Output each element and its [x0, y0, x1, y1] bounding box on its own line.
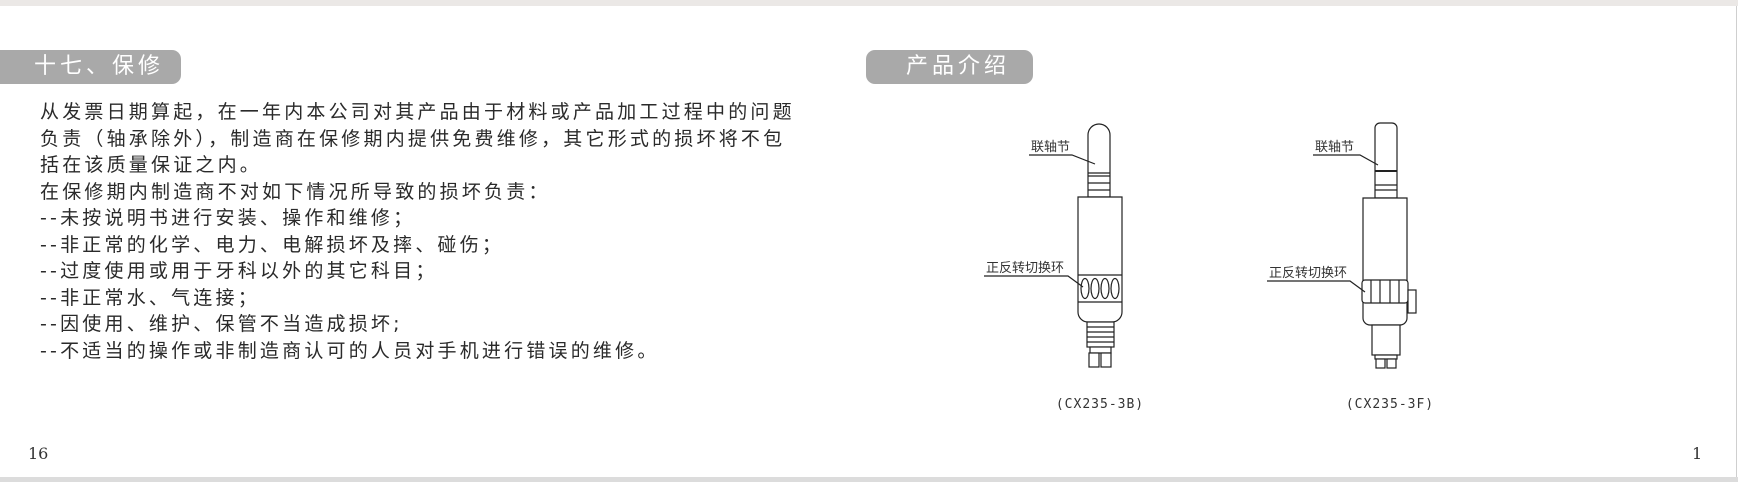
label-coupling: 联轴节: [1315, 140, 1354, 155]
list-item: --因使用、维护、保管不当造成损坏;: [40, 313, 403, 335]
top-edge: [0, 0, 1738, 6]
section-title-product: 产品介绍: [866, 50, 1033, 84]
list-item: --过度使用或用于牙科以外的其它科目；: [40, 260, 438, 282]
bottom-edge: [0, 477, 1738, 482]
paragraph-line: 从发票日期算起，在一年内本公司对其产品由于材料或产品加工过程中的问题: [40, 101, 795, 123]
page-number-right: 1: [1692, 444, 1703, 463]
figure-caption: (CX235-3F): [1346, 397, 1434, 412]
handpiece-3f-drawing: [1267, 122, 1417, 369]
figure-caption: (CX235-3B): [1056, 397, 1144, 412]
label-coupling: 联轴节: [1031, 140, 1070, 155]
list-item: --非正常水、气连接；: [40, 286, 260, 309]
page-number-left: 16: [28, 444, 49, 463]
list-item: --非正常的化学、电力、电解损坏及摔、碰伤；: [40, 233, 505, 256]
list-item: --未按说明书进行安装、操作和维修；: [40, 207, 416, 229]
paragraph-line: 负责（轴承除外），制造商在保修期内提供免费维修，其它形式的损坏将不包: [40, 127, 786, 150]
warranty-text: 从发票日期算起，在一年内本公司对其产品由于材料或产品加工过程中的问题 负责（轴承…: [40, 99, 795, 364]
paragraph-line: 括在该质量保证之内。: [40, 154, 263, 176]
section-title-warranty: 十七、保修: [0, 50, 181, 84]
list-item: --不适当的操作或非制造商认可的人员对手机进行错误的维修。: [40, 339, 660, 362]
label-reverse-ring: 正反转切换环: [986, 261, 1064, 276]
label-reverse-ring: 正反转切换环: [1269, 266, 1347, 281]
paragraph-line: 在保修期内制造商不对如下情况所导致的损坏负责：: [40, 180, 551, 203]
page-edge: [1736, 6, 1737, 478]
handpiece-3b-drawing: [984, 123, 1123, 368]
